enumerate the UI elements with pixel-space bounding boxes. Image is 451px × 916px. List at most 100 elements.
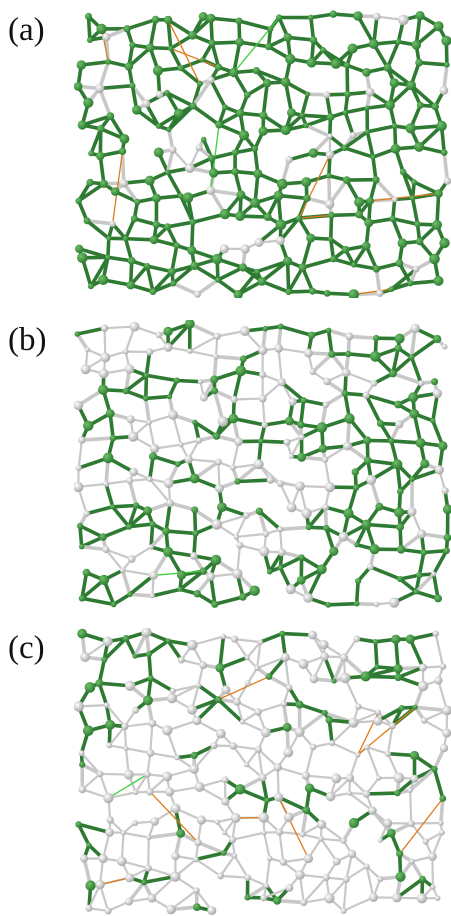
white-atom — [163, 342, 173, 352]
green-atom — [341, 245, 350, 254]
green-atom — [210, 375, 219, 384]
green-atom — [395, 871, 406, 882]
green-atom — [98, 274, 109, 285]
green-atom — [123, 25, 131, 33]
bond — [326, 601, 359, 607]
white-atom — [343, 441, 352, 451]
green-atom — [405, 634, 415, 644]
green-atom — [222, 104, 228, 111]
bond — [97, 83, 135, 91]
bond — [124, 389, 148, 401]
white-atom — [221, 797, 230, 806]
bond — [322, 654, 337, 683]
white-atom — [341, 368, 351, 377]
bond — [123, 216, 137, 241]
green-atom — [305, 524, 312, 531]
green-atom — [86, 842, 92, 848]
green-atom — [330, 255, 337, 263]
green-atom — [429, 253, 440, 265]
green-atom — [316, 564, 327, 575]
green-atom — [430, 418, 436, 424]
bond — [368, 565, 402, 581]
bond — [424, 831, 444, 843]
green-atom — [285, 416, 294, 426]
green-atom — [122, 635, 130, 642]
white-atom — [122, 348, 129, 355]
green-atom — [175, 461, 181, 467]
bond — [128, 573, 156, 597]
green-atom — [431, 102, 440, 111]
green-atom — [215, 277, 221, 283]
white-atom — [327, 133, 333, 139]
white-atom — [332, 857, 341, 866]
green-atom — [266, 568, 273, 575]
white-atom — [309, 368, 316, 375]
green-atom — [441, 35, 451, 46]
bond — [231, 831, 266, 841]
bond — [276, 766, 280, 799]
green-atom — [329, 10, 337, 18]
white-atom — [439, 829, 445, 836]
white-atom — [275, 828, 284, 836]
bond — [165, 220, 195, 229]
white-atom — [257, 639, 264, 645]
bond — [237, 19, 273, 31]
green-atom — [251, 145, 259, 153]
white-atom — [259, 546, 270, 557]
bond — [108, 725, 126, 747]
green-atom — [98, 384, 109, 395]
green-atom — [105, 254, 111, 260]
green-atom — [122, 387, 130, 395]
white-atom — [443, 177, 451, 185]
green-atom — [165, 169, 171, 175]
green-atom — [235, 37, 245, 47]
green-atom — [416, 571, 423, 579]
bond — [165, 170, 183, 198]
white-atom — [363, 863, 370, 870]
green-atom — [277, 178, 288, 190]
bond — [179, 58, 205, 70]
white-atom — [80, 652, 90, 662]
bond — [120, 149, 126, 185]
white-atom — [231, 635, 239, 643]
green-atom — [196, 80, 203, 87]
green-atom — [75, 197, 82, 205]
white-atom — [300, 899, 308, 907]
green-atom — [182, 192, 194, 203]
green-atom — [352, 484, 360, 491]
green-atom — [296, 575, 306, 585]
bond — [166, 639, 184, 662]
white-atom — [199, 393, 208, 402]
white-atom — [277, 548, 286, 557]
bond — [235, 514, 248, 538]
green-atom — [285, 53, 296, 65]
white-atom — [84, 346, 91, 353]
white-atom — [254, 238, 264, 247]
bond — [102, 636, 128, 662]
bond — [408, 637, 425, 670]
green-atom — [390, 143, 401, 154]
bond — [439, 796, 445, 825]
bond — [127, 503, 139, 529]
green-atom — [83, 97, 94, 108]
bond — [78, 524, 105, 539]
green-atom — [141, 879, 147, 886]
bond — [431, 572, 440, 601]
white-atom — [74, 481, 84, 493]
bond — [365, 130, 375, 159]
white-atom — [193, 887, 200, 894]
long-bond — [170, 47, 219, 68]
green-atom — [162, 527, 170, 535]
green-atom — [406, 80, 417, 91]
bond — [246, 641, 262, 659]
bond — [79, 544, 108, 552]
green-atom — [344, 90, 352, 98]
bond — [254, 68, 288, 84]
green-atom — [258, 126, 268, 136]
white-atom — [132, 706, 140, 714]
green-atom — [414, 221, 421, 228]
green-atom — [134, 198, 141, 206]
white-atom — [370, 380, 378, 387]
white-atom — [197, 379, 204, 385]
green-atom — [83, 217, 91, 225]
